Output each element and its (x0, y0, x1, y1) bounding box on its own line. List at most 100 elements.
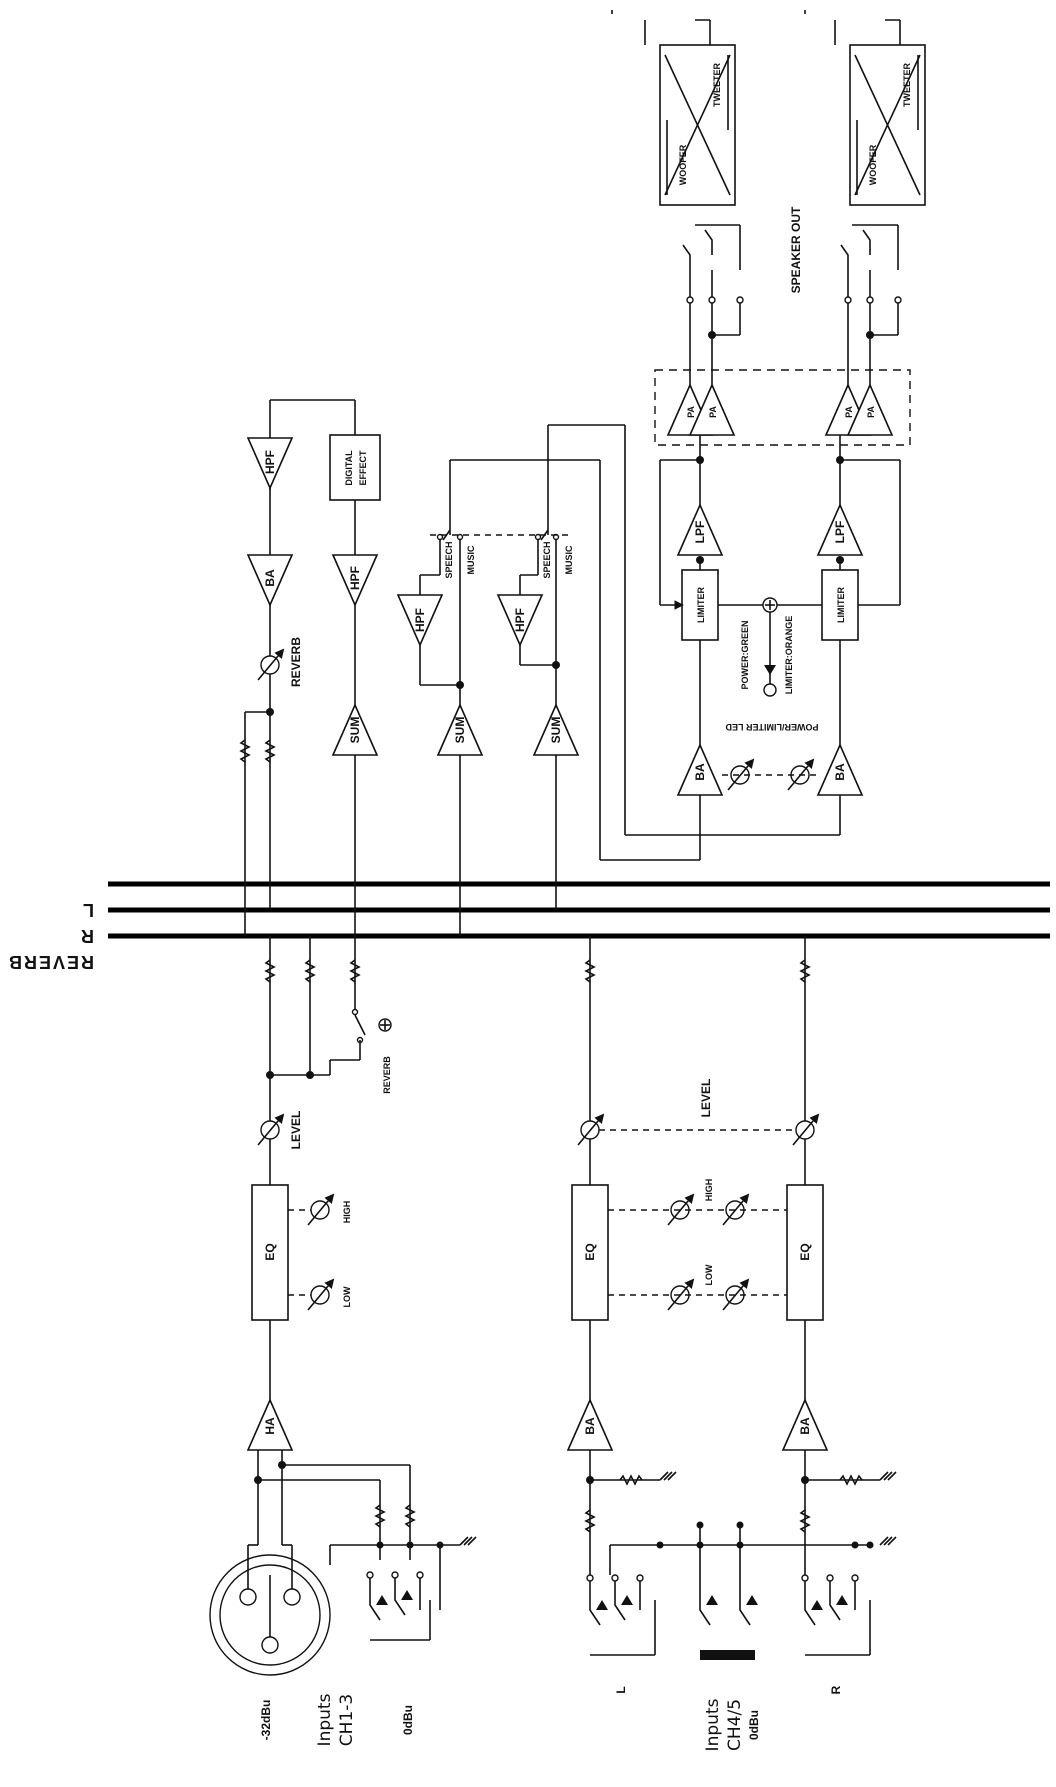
reverb-resistor-l (239, 739, 251, 763)
reverb-hpf-block (246, 437, 294, 490)
pa-block-r2 (846, 383, 894, 436)
ch45-ba-r-label: BA (798, 1417, 812, 1435)
ch13-ha-block (246, 1398, 294, 1451)
reverb-return-chain: HPF BA REVERB (239, 399, 356, 936)
ch45-r-resistor (799, 959, 811, 983)
ch13-resistor-3 (349, 959, 361, 983)
limiter-block-r (821, 569, 859, 641)
speech-label-1: SPEECH (444, 541, 454, 578)
ch13-resistor-1 (264, 959, 276, 983)
music-label-2: MUSIC (564, 545, 574, 575)
reverb-ba-block (246, 554, 294, 607)
l-bus-label: L (81, 900, 94, 920)
ch45-level-label: LEVEL (699, 1079, 713, 1118)
reverb-ba-label: BA (263, 569, 277, 587)
hpf-l-label: HPF (413, 608, 427, 632)
speaker-out-label: SPEAKER OUT (789, 206, 803, 293)
ch13-eq-label: EQ (263, 1243, 277, 1260)
r-bus-label: R (79, 926, 94, 946)
power-amp-enclosure (654, 369, 911, 446)
ch13-line-jack-icon (369, 1578, 421, 1621)
pa-block-l2 (688, 383, 736, 436)
power-limiter-led-label: POWER/LIMITER LED (725, 722, 818, 732)
effect-hpf-block (331, 554, 379, 607)
ch13-low-label: LOW (342, 1286, 352, 1307)
limiter-l-label: LIMITER (696, 587, 706, 623)
ch45-eq-l-label: EQ (583, 1243, 597, 1260)
ch45-eq-r-label: EQ (798, 1243, 812, 1260)
output-ba-block-l (676, 743, 724, 796)
digital-effect-block (329, 434, 381, 501)
ch45-l-jack-icon (586, 1574, 656, 1656)
ch13-ground-icon (459, 1536, 477, 1546)
speech-label-2: SPEECH (542, 541, 552, 578)
ch45-low-label: LOW (704, 1264, 714, 1285)
hpf-r-label: HPF (513, 608, 527, 632)
ch45-inputs-title: Inputs (703, 1698, 723, 1751)
output-ba-l-label: BA (693, 763, 707, 781)
reverb-bus-label: REVERB (7, 952, 94, 972)
speech-music-chain-1: SUM HPF SPEECH MUSIC (396, 459, 600, 936)
reverb-resistor-r (264, 739, 276, 763)
ch45-eq-block-l (571, 1184, 609, 1321)
ch13-line-level-label: 0dBu (401, 1705, 415, 1735)
pa-r1-label: PA (844, 406, 854, 418)
effect-sum-label: SUM (348, 717, 362, 744)
output-section: BA BA LIMITER LIMITER POWER:GREEN LIMITE… (599, 10, 926, 861)
limiter-orange-label: LIMITER:ORANGE (784, 616, 794, 695)
ch13-resistor-2 (304, 959, 316, 983)
ch45-level-input-label: 0dBu (747, 1710, 761, 1740)
ch45-r-ground-icon (879, 1471, 897, 1481)
tweeter-r-label: TWEETER (902, 63, 912, 107)
limiter-r-label: LIMITER (836, 587, 846, 623)
music-label-1: MUSIC (466, 545, 476, 575)
lpf-block-l (676, 503, 724, 556)
ch45-l-ground-icon (659, 1471, 677, 1481)
ch13-ha-label: HA (263, 1417, 277, 1435)
digital-effect-label-1: DIGITAL (344, 450, 354, 486)
ch13-reverb-switch-label: REVERB (382, 1056, 392, 1094)
ch13-mic-level-label: -32dBu (259, 1700, 273, 1741)
led-icon (763, 683, 777, 697)
output-ba-block-r (816, 743, 864, 796)
digital-effect-label-2: EFFECT (358, 450, 368, 486)
bus-labels: REVERB R L (7, 900, 94, 972)
ch13-level-label: LEVEL (289, 1111, 303, 1150)
speech-music-chain-2: SUM HPF SPEECH MUSIC (496, 424, 625, 910)
ch45-channel-label: CH4/5 (725, 1699, 745, 1751)
ch45-l-resistor (584, 959, 596, 983)
effect-hpf-label: HPF (348, 566, 362, 590)
pa-l2-label: PA (708, 406, 718, 418)
ch45-eq-block-r (786, 1184, 824, 1321)
output-ba-r-label: BA (833, 763, 847, 781)
limiter-block-l (681, 569, 719, 641)
power-green-label: POWER:GREEN (740, 620, 750, 689)
woofer-r-label: WOOFER (868, 144, 878, 185)
ch45-l-label: L (614, 1686, 628, 1693)
ch13-channel-label: CH1-3 (337, 1694, 357, 1746)
sum-r-label: SUM (549, 717, 563, 744)
ch13-high-label: HIGH (342, 1201, 352, 1224)
digital-effect-chain: DIGITAL EFFECT HPF SUM (329, 434, 381, 884)
ch13-input-chain: REVERB LEVEL EQ HIGH LOW HA (209, 884, 477, 1746)
ch45-r-label: R (829, 1685, 843, 1694)
ch45-input-chain: EQ BA LEVEL EQ HIGH LOW BA (566, 936, 897, 1751)
ch13-eq-block (251, 1184, 289, 1321)
pa-l1-label: PA (686, 406, 696, 418)
speaker-jack-r-icon (840, 229, 871, 270)
ch45-high-label: HIGH (704, 1179, 714, 1202)
tweeter-l-label: TWEETER (712, 63, 722, 107)
pa-r2-label: PA (866, 406, 876, 418)
woofer-l-label: WOOFER (678, 144, 688, 185)
speaker-jack-l-icon (682, 229, 713, 270)
ch45-ba-l-label: BA (583, 1417, 597, 1435)
ch13-input-resistor-1 (374, 1504, 386, 1528)
ch13-input-resistor-2 (404, 1504, 416, 1528)
lpf-block-r (816, 503, 864, 556)
sum-l-label: SUM (453, 717, 467, 744)
reverb-return-label: REVERB (289, 637, 303, 687)
ch45-center-jack-icon (699, 1545, 758, 1660)
lpf-l-label: LPF (693, 521, 707, 544)
reverb-hpf-label: HPF (263, 450, 277, 474)
